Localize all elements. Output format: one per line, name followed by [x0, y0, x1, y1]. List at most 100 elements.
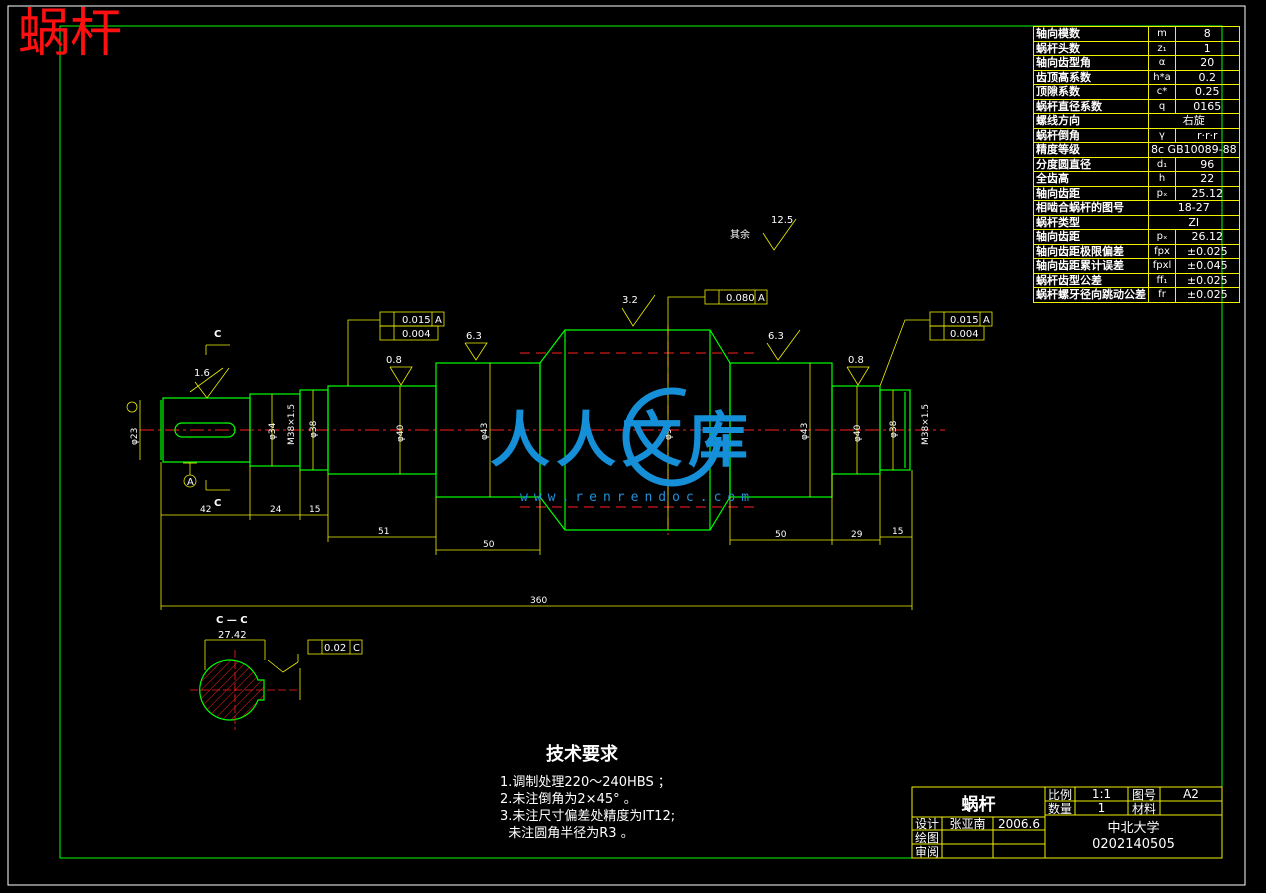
dia-43b: φ43 — [800, 423, 810, 440]
roughness-other-note: 其余 — [730, 228, 750, 241]
param-name: 蜗杆齿型公差 — [1033, 272, 1149, 288]
tb-drawno-label: 图号 — [1131, 787, 1156, 802]
dim-360: 360 — [530, 596, 547, 606]
r-63-left: 6.3 — [466, 331, 482, 342]
param-symbol: α — [1148, 55, 1176, 71]
tol-center-ref: A — [758, 293, 765, 304]
title-block-frame — [911, 786, 1223, 859]
tech-line-1: 1.调制处理220～240HBS ； — [500, 775, 671, 790]
tech-title: 技术要求 — [546, 744, 618, 765]
tb-drawno: A2 — [1183, 787, 1199, 801]
tol-right-2: 0.004 — [950, 329, 979, 340]
tb-scale-label: 比例 — [1047, 787, 1072, 802]
datum-a: A — [187, 477, 194, 488]
tol-center: 0.080 — [726, 293, 755, 304]
param-name: 轴向齿距 — [1033, 185, 1149, 201]
tb-school: 中北大学 — [1107, 820, 1160, 836]
param-value: 0.2 — [1175, 69, 1240, 85]
param-name: 齿顶高系数 — [1033, 69, 1149, 85]
dia-left: φ23 — [130, 428, 140, 445]
roughness-note: 12.5 — [771, 215, 793, 226]
dia-40: φ40 — [396, 424, 406, 442]
tb-draw-label: 绘图 — [914, 830, 939, 845]
tol-left-ref: A — [435, 315, 442, 326]
param-name: 轴向齿距极限偏差 — [1033, 243, 1149, 259]
tb-date: 2006.6 — [998, 816, 1040, 831]
param-symbol: q — [1148, 98, 1176, 114]
dia-43a: φ43 — [480, 423, 490, 440]
dia-40b: φ40 — [853, 424, 863, 442]
tb-qty: 1 — [1097, 801, 1106, 815]
section-view — [199, 659, 265, 721]
param-name: 全齿高 — [1033, 171, 1149, 187]
param-name: 顶隙系数 — [1033, 84, 1149, 100]
dim-50a: 50 — [483, 540, 495, 550]
tech-line-3: 3.未注尺寸偏差处精度为IT12; — [500, 809, 676, 824]
r-32: 3.2 — [622, 295, 638, 306]
param-name: 精度等级 — [1033, 142, 1149, 158]
dia-96: φ96 — [664, 422, 674, 440]
param-name: 轴向模数 — [1033, 26, 1149, 42]
param-value: ZI — [1148, 214, 1240, 230]
dim-29: 29 — [851, 530, 863, 540]
param-symbol: c* — [1148, 84, 1176, 100]
tb-qty-label: 数量 — [1047, 801, 1072, 816]
tb-part-name: 蜗杆 — [961, 794, 996, 815]
tol-left-1: 0.015 — [402, 315, 431, 326]
param-name: 蜗杆直径系数 — [1033, 98, 1149, 114]
param-value: ±0.045 — [1175, 258, 1240, 274]
param-name: 蜗杆头数 — [1033, 40, 1149, 56]
section-tol: 0.02 — [324, 643, 346, 654]
technical-requirements: 技术要求 1.调制处理220～240HBS ； 2.未注倒角为2×45° 。 3… — [500, 740, 675, 842]
thread-left: M38×1.5 — [287, 404, 297, 445]
tech-line-2: 2.未注倒角为2×45° 。 — [500, 792, 637, 807]
param-symbol: m — [1148, 26, 1176, 42]
dia-38b: φ38 — [889, 420, 899, 438]
dim-24: 24 — [270, 505, 282, 515]
param-symbol: pₓ — [1148, 185, 1176, 201]
param-symbol: fpxl — [1148, 258, 1176, 274]
thread-right: M38×1.5 — [921, 404, 931, 445]
param-value: r·r·r — [1175, 127, 1240, 143]
param-symbol: γ — [1148, 127, 1176, 143]
param-value: 8c GB10089-88 — [1148, 142, 1240, 158]
dim-42: 42 — [200, 505, 211, 515]
dia-38: φ38 — [309, 420, 319, 438]
param-value: 96 — [1175, 156, 1240, 172]
param-symbol: fr — [1148, 287, 1176, 303]
param-name: 螺线方向 — [1033, 113, 1149, 129]
tb-student-id: 0202140505 — [1092, 836, 1175, 852]
section-title: C — C — [216, 615, 248, 626]
param-value: ±0.025 — [1175, 272, 1240, 288]
param-value: 0.25 — [1175, 84, 1240, 100]
tb-check-label: 审阅 — [914, 844, 939, 859]
dim-51: 51 — [378, 527, 389, 537]
param-symbol: d₁ — [1148, 156, 1176, 172]
watermark-text: 人人文库 — [490, 406, 754, 476]
param-name: 轴向齿距累计误差 — [1033, 258, 1149, 274]
param-value: 18-27 — [1148, 200, 1240, 216]
section-tol-ref: C — [353, 643, 360, 654]
param-value: ±0.025 — [1175, 287, 1240, 303]
r-key: 1.6 — [194, 368, 210, 379]
param-value: 20 — [1175, 55, 1240, 71]
dim-15b: 15 — [892, 527, 903, 537]
param-name: 蜗杆螺牙径向跳动公差 — [1033, 287, 1149, 303]
tol-right-1: 0.015 — [950, 315, 979, 326]
param-value: 1 — [1175, 40, 1240, 56]
param-symbol: h — [1148, 171, 1176, 187]
